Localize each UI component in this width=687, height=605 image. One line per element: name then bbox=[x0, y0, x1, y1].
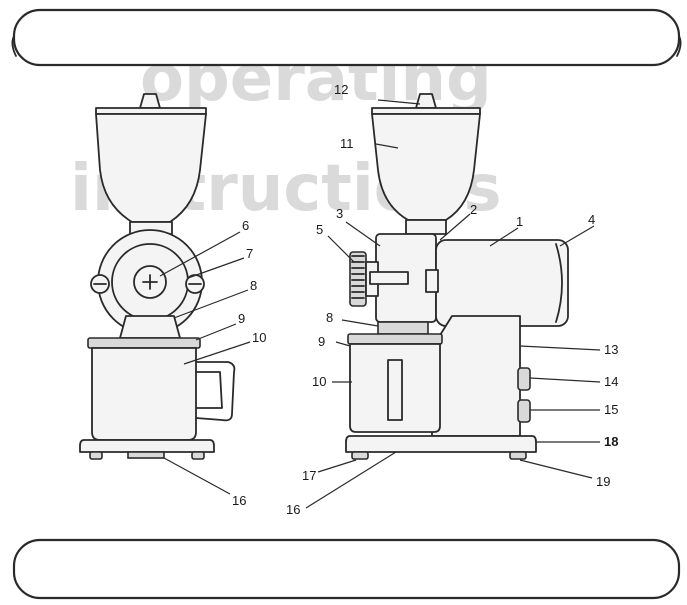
screw-cross bbox=[142, 274, 158, 290]
label-8-side: 8 bbox=[326, 310, 333, 325]
cup-handle bbox=[195, 361, 236, 422]
label-3: 3 bbox=[336, 206, 343, 221]
banner-blank-patch bbox=[58, 547, 198, 587]
body-column bbox=[431, 315, 521, 437]
label-2: 2 bbox=[470, 202, 477, 217]
grounds-spout bbox=[119, 315, 181, 339]
label-12: 12 bbox=[334, 82, 348, 97]
side-cup-lid bbox=[347, 333, 443, 345]
hopper-lid-knob bbox=[139, 93, 161, 109]
side-foot-right bbox=[509, 451, 527, 460]
front-view-grinder bbox=[79, 93, 236, 460]
power-switch bbox=[517, 367, 531, 391]
front-view-leaders bbox=[159, 231, 251, 495]
label-10-side: 10 bbox=[312, 374, 326, 389]
side-hopper-knob bbox=[415, 93, 437, 109]
front-foot-left bbox=[89, 451, 103, 460]
label-13: 13 bbox=[604, 342, 618, 357]
label-14: 14 bbox=[604, 374, 618, 389]
label-17: 17 bbox=[302, 468, 316, 483]
label-16-side: 16 bbox=[286, 502, 300, 517]
side-view-grinder bbox=[345, 93, 569, 460]
label-9: 9 bbox=[238, 311, 245, 326]
side-view-leaders bbox=[305, 99, 601, 509]
front-foot-center bbox=[127, 451, 165, 459]
label-8: 8 bbox=[250, 278, 257, 293]
label-6: 6 bbox=[242, 218, 249, 233]
label-11: 11 bbox=[340, 136, 354, 151]
motor-end-cap bbox=[555, 243, 563, 323]
label-10: 10 bbox=[252, 330, 266, 345]
front-base bbox=[79, 439, 215, 453]
side-foot-left bbox=[351, 451, 369, 460]
knob-bolt bbox=[369, 271, 409, 285]
motor-coupling bbox=[425, 269, 439, 293]
timer-knob bbox=[517, 399, 531, 423]
cup-window bbox=[387, 359, 403, 421]
label-1: 1 bbox=[516, 214, 523, 229]
top-banner bbox=[11, 8, 682, 67]
label-18: 18 bbox=[604, 434, 618, 449]
motor-housing bbox=[435, 239, 569, 327]
label-7: 7 bbox=[246, 246, 253, 261]
side-hopper-neck bbox=[405, 219, 447, 235]
front-view-labels: 6 7 8 9 10 16 bbox=[232, 218, 266, 508]
label-5: 5 bbox=[316, 222, 323, 237]
cup-lid bbox=[87, 337, 201, 349]
label-19: 19 bbox=[596, 474, 610, 489]
side-base bbox=[345, 435, 537, 453]
front-foot-right bbox=[191, 451, 205, 460]
side-view-labels: 12 11 3 2 1 4 5 8 13 9 10 14 15 18 17 16… bbox=[286, 82, 618, 517]
grounds-cup bbox=[91, 347, 197, 441]
label-9-side: 9 bbox=[318, 334, 325, 349]
label-15: 15 bbox=[604, 402, 618, 417]
label-4: 4 bbox=[588, 212, 595, 227]
side-spout bbox=[377, 321, 429, 335]
bottom-banner bbox=[12, 538, 681, 600]
label-16: 16 bbox=[232, 493, 246, 508]
